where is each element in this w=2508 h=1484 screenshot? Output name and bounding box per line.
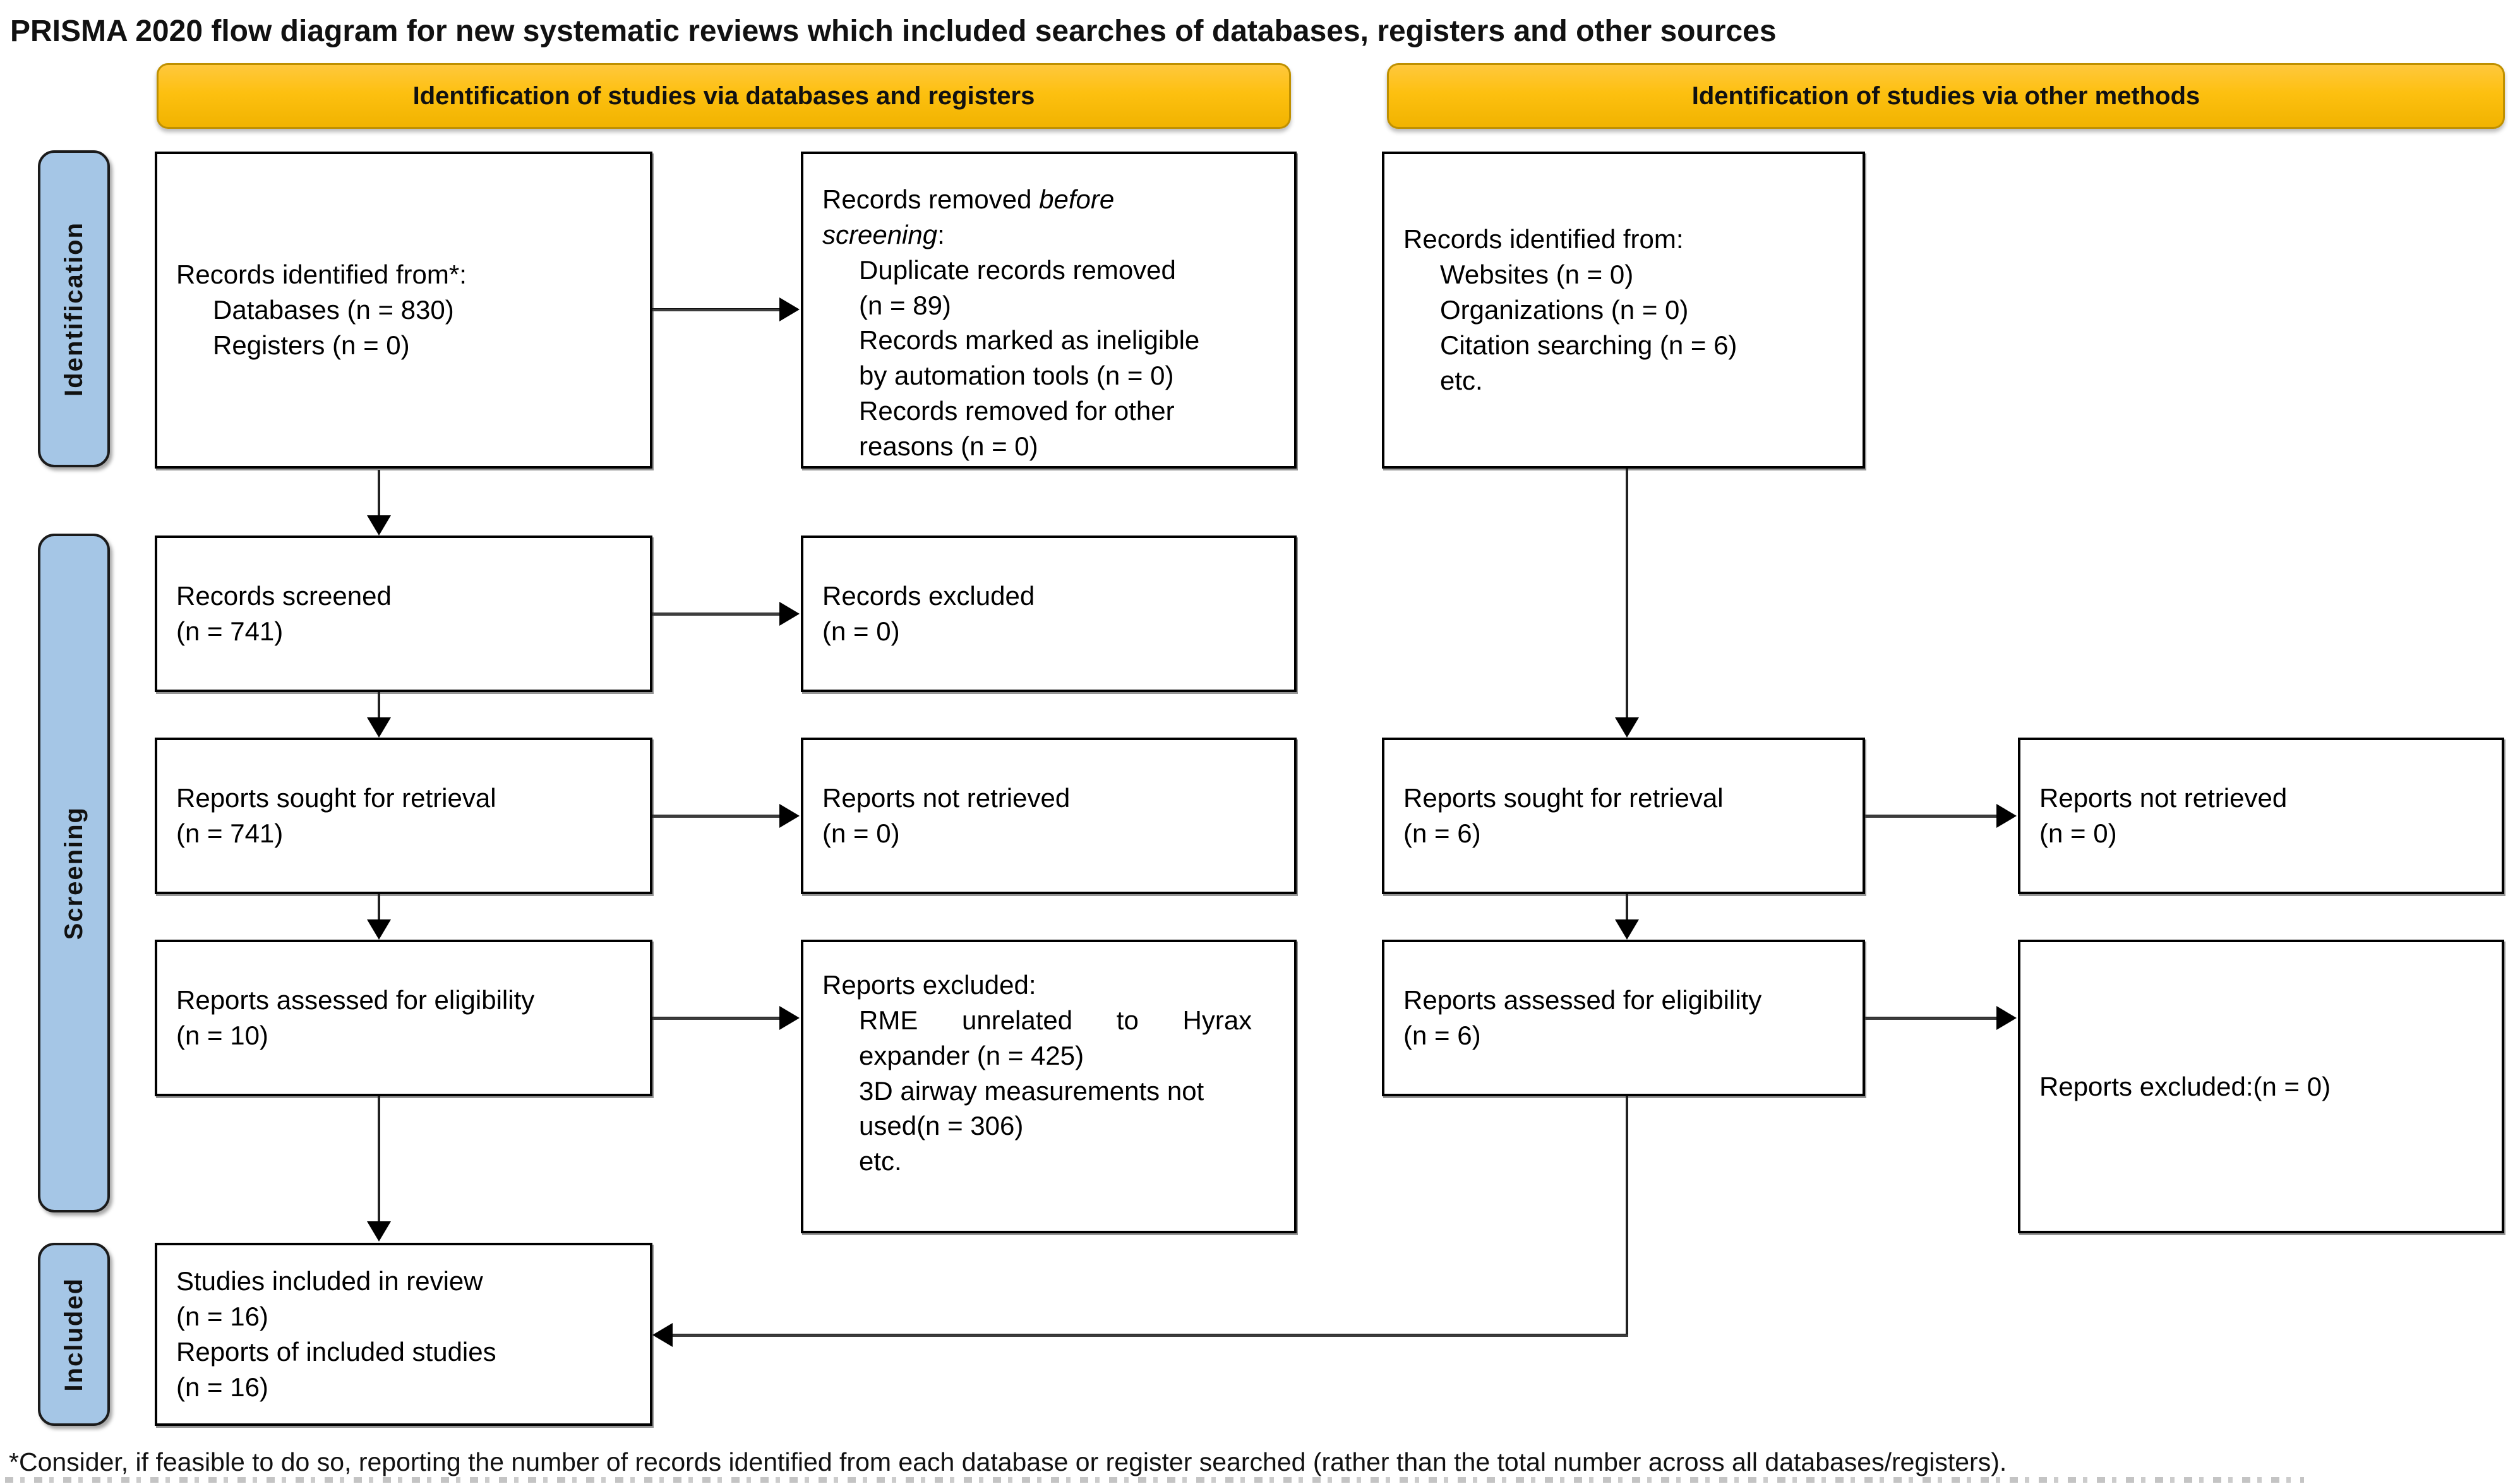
arrowhead-left-icon xyxy=(652,1323,673,1347)
box-text-line: Websites (n = 0) xyxy=(1440,260,1634,290)
box-reports-assessed-databases: Reports assessed for eligibility (n = 10… xyxy=(155,940,652,1096)
box-text-line: Records identified from: xyxy=(1403,224,1684,254)
box-reports-sought-other: Reports sought for retrieval (n = 6) xyxy=(1382,738,1865,894)
arrow-line xyxy=(652,815,781,818)
arrow-line xyxy=(652,613,781,616)
box-text-line: Records removed before xyxy=(822,184,1115,214)
box-reports-excluded-databases: Reports excluded: RME unrelated to Hyrax… xyxy=(801,940,1297,1233)
box-text-line: (n = 0) xyxy=(2039,818,2117,848)
arrow-line xyxy=(378,1096,380,1224)
box-text-line: (n = 16) xyxy=(176,1301,268,1332)
box-records-screened: Records screened (n = 741) xyxy=(155,536,652,692)
arrow-line xyxy=(652,1017,781,1020)
box-text-line: Duplicate records removed xyxy=(859,254,1176,285)
arrowhead-down-icon xyxy=(367,919,391,940)
box-text-line: Reports not retrieved xyxy=(2039,783,2288,813)
box-text-line: Reports of included studies xyxy=(176,1337,496,1367)
box-text-line: Records screened xyxy=(176,581,392,611)
box-reports-excluded-other: Reports excluded:(n = 0) xyxy=(2018,940,2504,1233)
box-studies-included: Studies included in review (n = 16) Repo… xyxy=(155,1243,652,1426)
box-records-removed-before-screening: Records removed before screening: Duplic… xyxy=(801,152,1297,469)
box-text-line: (n = 16) xyxy=(176,1372,268,1402)
arrow-line xyxy=(1865,1017,1999,1020)
box-text-line: Citation searching (n = 6) xyxy=(1440,330,1737,360)
box-text-line: used(n = 306) xyxy=(859,1111,1024,1141)
box-text-line: Databases (n = 830) xyxy=(213,295,454,325)
arrowhead-right-icon xyxy=(1996,804,2017,828)
box-text-line: Studies included in review xyxy=(176,1266,483,1296)
box-text-line: (n = 0) xyxy=(822,616,900,646)
arrow-line xyxy=(378,692,380,720)
stage-identification-label: Identification xyxy=(59,221,88,397)
box-text-line: Records identified from*: xyxy=(176,260,467,290)
box-text-line: 3D airway measurements not xyxy=(859,1075,1204,1106)
box-text-line: Reports excluded:(n = 0) xyxy=(2039,1071,2331,1101)
box-text-line: by automation tools (n = 0) xyxy=(859,361,1174,391)
box-text-line: (n = 741) xyxy=(176,818,284,848)
banner-other-methods-label: Identification of studies via other meth… xyxy=(1691,81,2200,110)
stage-identification: Identification xyxy=(38,150,110,467)
box-text-line: Reports sought for retrieval xyxy=(176,783,496,813)
box-text-line: RME unrelated to Hyrax xyxy=(859,1005,1252,1035)
box-records-excluded: Records excluded (n = 0) xyxy=(801,536,1297,692)
arrow-line xyxy=(378,894,380,922)
arrow-line xyxy=(378,470,380,518)
box-text-line: Reports excluded: xyxy=(822,970,1036,1000)
arrow-line xyxy=(1626,469,1628,720)
arrowhead-down-icon xyxy=(1615,919,1639,940)
box-text-line: etc. xyxy=(859,1146,902,1176)
arrow-line xyxy=(652,308,781,311)
box-text-line: Records marked as ineligible xyxy=(859,325,1200,356)
arrowhead-right-icon xyxy=(779,1006,800,1030)
box-records-identified-databases: Records identified from*: Databases (n =… xyxy=(155,152,652,469)
box-text-line: (n = 6) xyxy=(1403,1020,1481,1050)
banner-other-methods: Identification of studies via other meth… xyxy=(1387,63,2505,129)
banner-databases-registers-label: Identification of studies via databases … xyxy=(412,81,1035,110)
box-text-line: expander (n = 425) xyxy=(859,1040,1084,1070)
stage-included-label: Included xyxy=(59,1277,88,1392)
box-text-line: (n = 741) xyxy=(176,616,284,646)
stage-screening-label: Screening xyxy=(59,806,88,940)
box-text-line: Reports not retrieved xyxy=(822,783,1071,813)
arrowhead-right-icon xyxy=(779,297,800,321)
banner-databases-registers: Identification of studies via databases … xyxy=(157,63,1291,129)
arrowhead-right-icon xyxy=(779,804,800,828)
clipped-text-row xyxy=(5,1477,2304,1483)
box-records-identified-other: Records identified from: Websites (n = 0… xyxy=(1382,152,1865,469)
box-text-line: (n = 89) xyxy=(859,290,951,320)
box-text-line: Reports sought for retrieval xyxy=(1403,783,1724,813)
arrow-line xyxy=(1626,1096,1628,1336)
box-text-line: Organizations (n = 0) xyxy=(1440,295,1689,325)
arrowhead-down-icon xyxy=(367,717,391,738)
arrowhead-down-icon xyxy=(1615,717,1639,738)
box-text-line: (n = 10) xyxy=(176,1020,268,1050)
box-text-line: screening: xyxy=(822,219,945,249)
arrow-line xyxy=(1626,894,1628,922)
box-text-line: (n = 0) xyxy=(822,818,900,848)
arrowhead-down-icon xyxy=(367,515,391,536)
footnote: *Consider, if feasible to do so, reporti… xyxy=(9,1447,2007,1476)
stage-included: Included xyxy=(38,1243,110,1426)
box-reports-not-retrieved-databases: Reports not retrieved (n = 0) xyxy=(801,738,1297,894)
arrowhead-right-icon xyxy=(779,602,800,626)
arrow-line xyxy=(671,1334,1628,1337)
box-text-line: reasons (n = 0) xyxy=(859,431,1038,462)
box-reports-assessed-other: Reports assessed for eligibility (n = 6) xyxy=(1382,940,1865,1096)
arrowhead-right-icon xyxy=(1996,1006,2017,1030)
arrowhead-down-icon xyxy=(367,1221,391,1242)
stage-screening: Screening xyxy=(38,534,110,1212)
box-text-line: Reports assessed for eligibility xyxy=(1403,985,1762,1015)
box-reports-not-retrieved-other: Reports not retrieved (n = 0) xyxy=(2018,738,2504,894)
box-text-line: (n = 6) xyxy=(1403,818,1481,848)
box-text-line: Records excluded xyxy=(822,581,1035,611)
box-text-line: Registers (n = 0) xyxy=(213,330,410,360)
box-reports-sought-databases: Reports sought for retrieval (n = 741) xyxy=(155,738,652,894)
arrow-line xyxy=(1865,815,1999,818)
box-text-line: Records removed for other xyxy=(859,396,1175,426)
box-text-line: Reports assessed for eligibility xyxy=(176,985,535,1015)
page-title: PRISMA 2020 flow diagram for new systema… xyxy=(10,15,1777,48)
box-text-line: etc. xyxy=(1440,365,1483,395)
